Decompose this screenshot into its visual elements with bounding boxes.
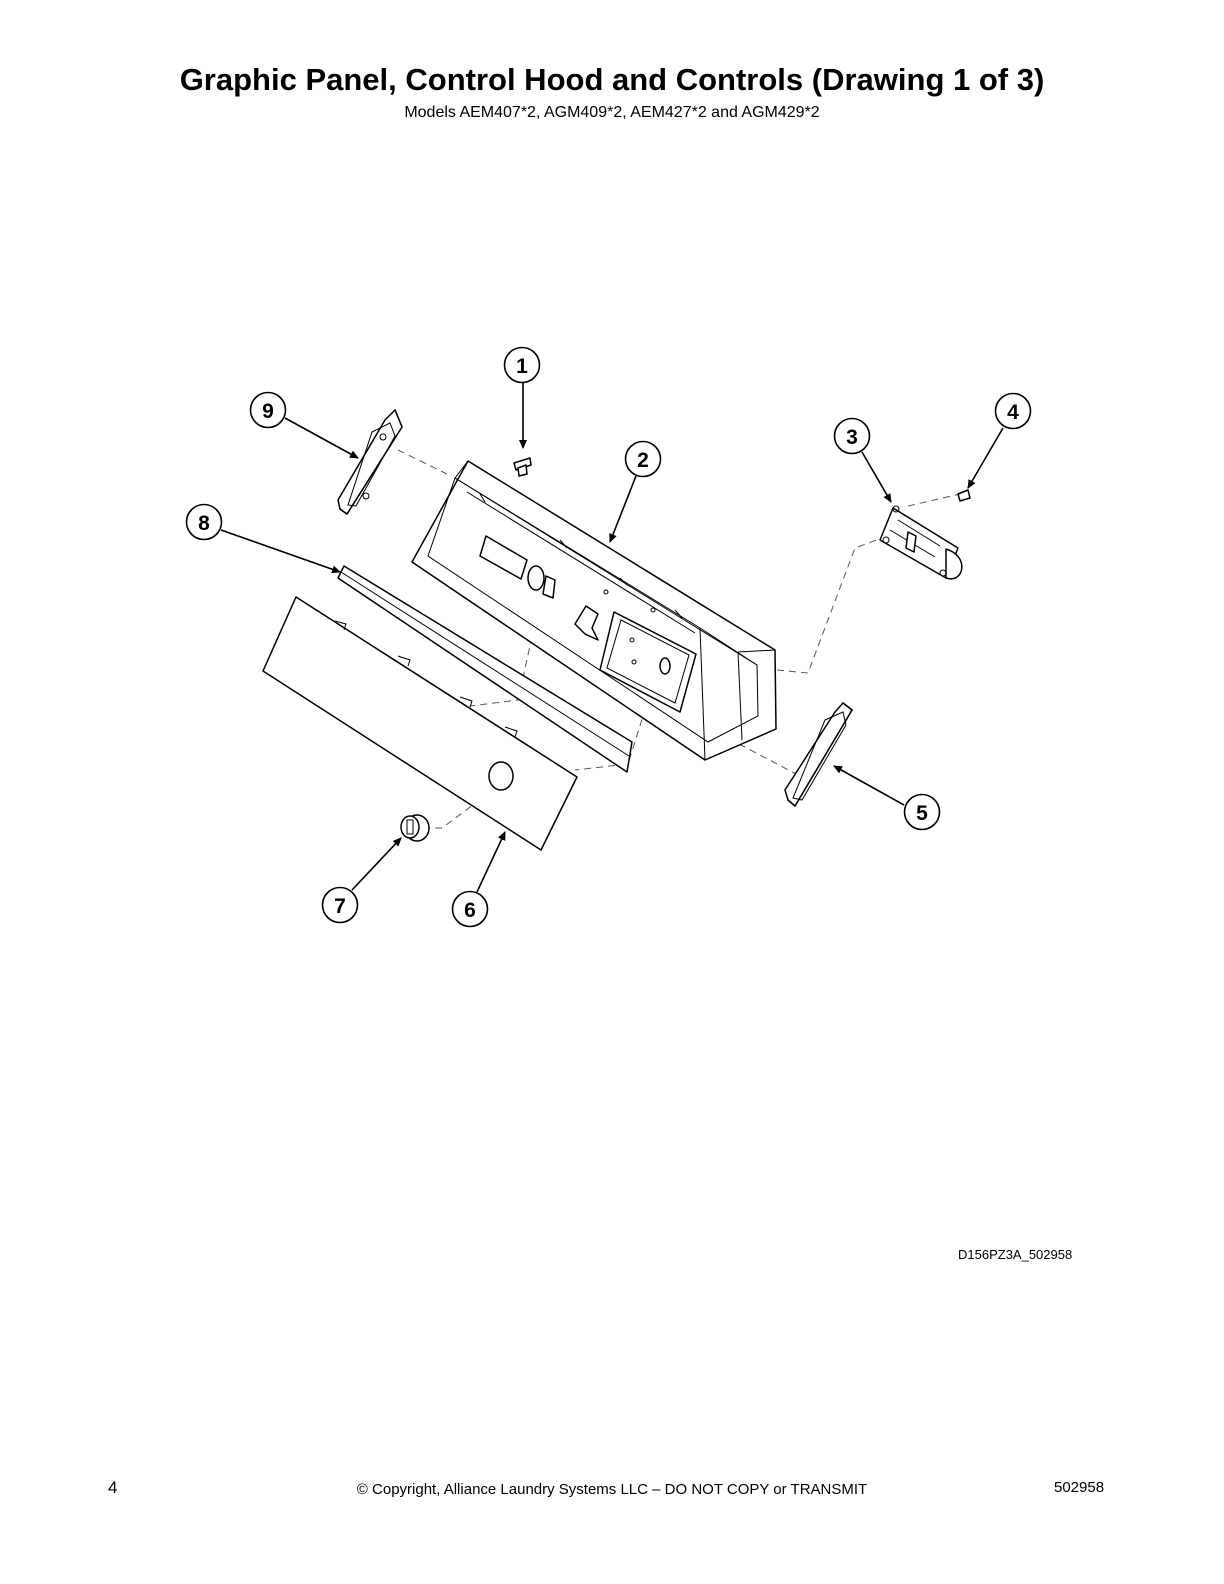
callout-3-label: 3 (846, 426, 858, 449)
callout-9-label: 9 (262, 400, 274, 423)
callout-6: 6 (451, 890, 489, 928)
callout-2-label: 2 (637, 449, 649, 472)
callout-5-label: 5 (916, 802, 928, 825)
part-7-knob (400, 814, 430, 842)
callout-2: 2 (624, 440, 662, 478)
callout-9: 9 (249, 391, 287, 429)
callout-1: 1 (503, 346, 541, 384)
part-3-control-module (879, 505, 963, 580)
copyright-notice: © Copyright, Alliance Laundry Systems LL… (356, 1481, 868, 1498)
document-number: 502958 (1054, 1479, 1105, 1496)
callout-5: 5 (903, 793, 941, 831)
callout-8: 8 (185, 503, 223, 541)
drawing-id: D156PZ3A_502958 (958, 1247, 1073, 1262)
callout-leaders (220, 382, 1004, 893)
part-8-trim-strip (337, 565, 633, 773)
callout-7-label: 7 (334, 895, 346, 918)
callout-7: 7 (321, 886, 359, 924)
part-5-right-end-cap (784, 702, 853, 807)
part-1-screw (513, 457, 532, 477)
page-title: Graphic Panel, Control Hood and Controls… (179, 62, 1045, 97)
page-number: 4 (108, 1478, 118, 1497)
part-9-left-end-cap (337, 409, 403, 515)
part-6-graphic-panel (262, 596, 578, 851)
part-2-control-hood (411, 460, 777, 761)
callout-8-label: 8 (198, 512, 210, 535)
callout-4: 4 (994, 392, 1032, 430)
callout-4-label: 4 (1007, 401, 1019, 424)
callout-1-label: 1 (516, 355, 528, 378)
callout-3: 3 (833, 417, 871, 455)
page-subtitle: Models AEM407*2, AGM409*2, AEM427*2 and … (404, 104, 820, 121)
callout-6-label: 6 (464, 899, 476, 922)
part-4-screw (957, 489, 971, 502)
